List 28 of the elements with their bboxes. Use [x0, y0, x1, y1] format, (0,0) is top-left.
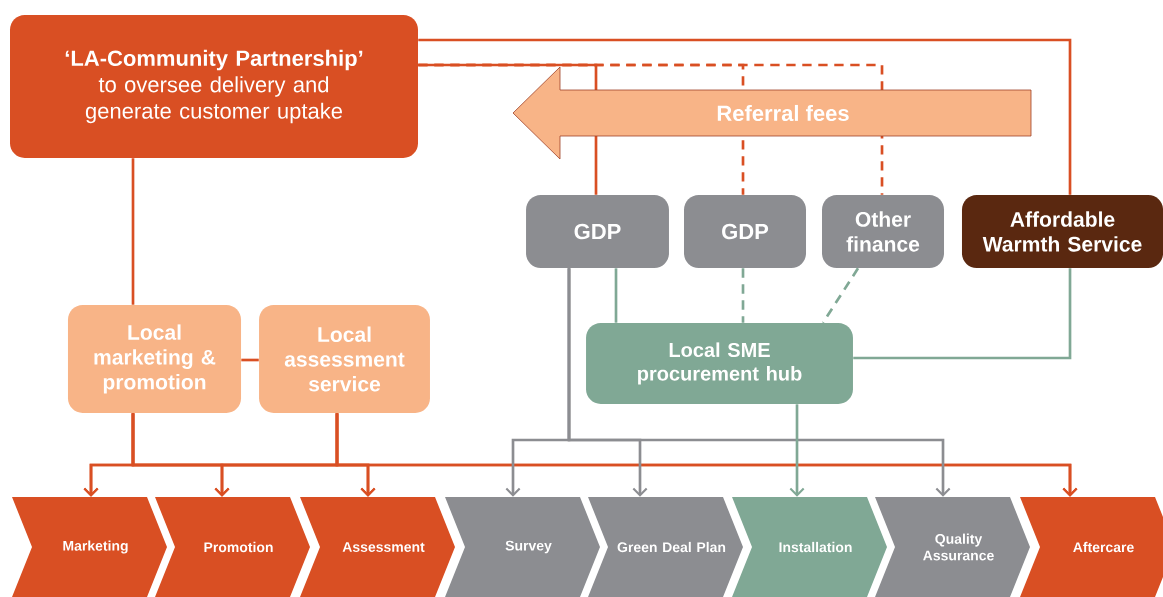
process-box: GDP — [684, 194, 806, 269]
process-box: Local marketing & promotion — [67, 305, 242, 413]
arrow — [567, 268, 951, 497]
connector-line — [241, 358, 259, 362]
connector-line — [741, 268, 745, 323]
arrow — [335, 413, 1078, 497]
chevron-step: Assessment — [300, 497, 455, 597]
connector-line — [853, 268, 1072, 360]
process-box: Affordable Warmth Service — [962, 194, 1163, 269]
chevron-step: Installation — [732, 497, 887, 597]
process-box: Local SME procurement hub — [586, 322, 853, 405]
chevron-step: Green Deal Plan — [588, 497, 743, 597]
connector-line — [614, 268, 618, 323]
chevron-step: Promotion — [155, 497, 310, 597]
connector-line — [821, 267, 860, 324]
connector-line — [418, 63, 884, 195]
arrow-label: Referral fees — [717, 104, 849, 122]
connector-line — [131, 158, 135, 305]
process-box: Local assessment service — [259, 305, 430, 413]
arrow — [789, 404, 805, 497]
process-box: Other finance — [822, 194, 944, 269]
connector-line — [418, 38, 1072, 195]
process-box: GDP — [526, 194, 669, 269]
chevron-step: Survey — [445, 497, 600, 597]
chevron-step: Aftercare — [1020, 497, 1163, 597]
chevron-step: Marketing — [12, 497, 167, 597]
chevron-step: Quality Assurance — [875, 497, 1030, 597]
process-box: ‘LA-Community Partnership’ to oversee delivery and generate customer uptake — [10, 15, 418, 158]
